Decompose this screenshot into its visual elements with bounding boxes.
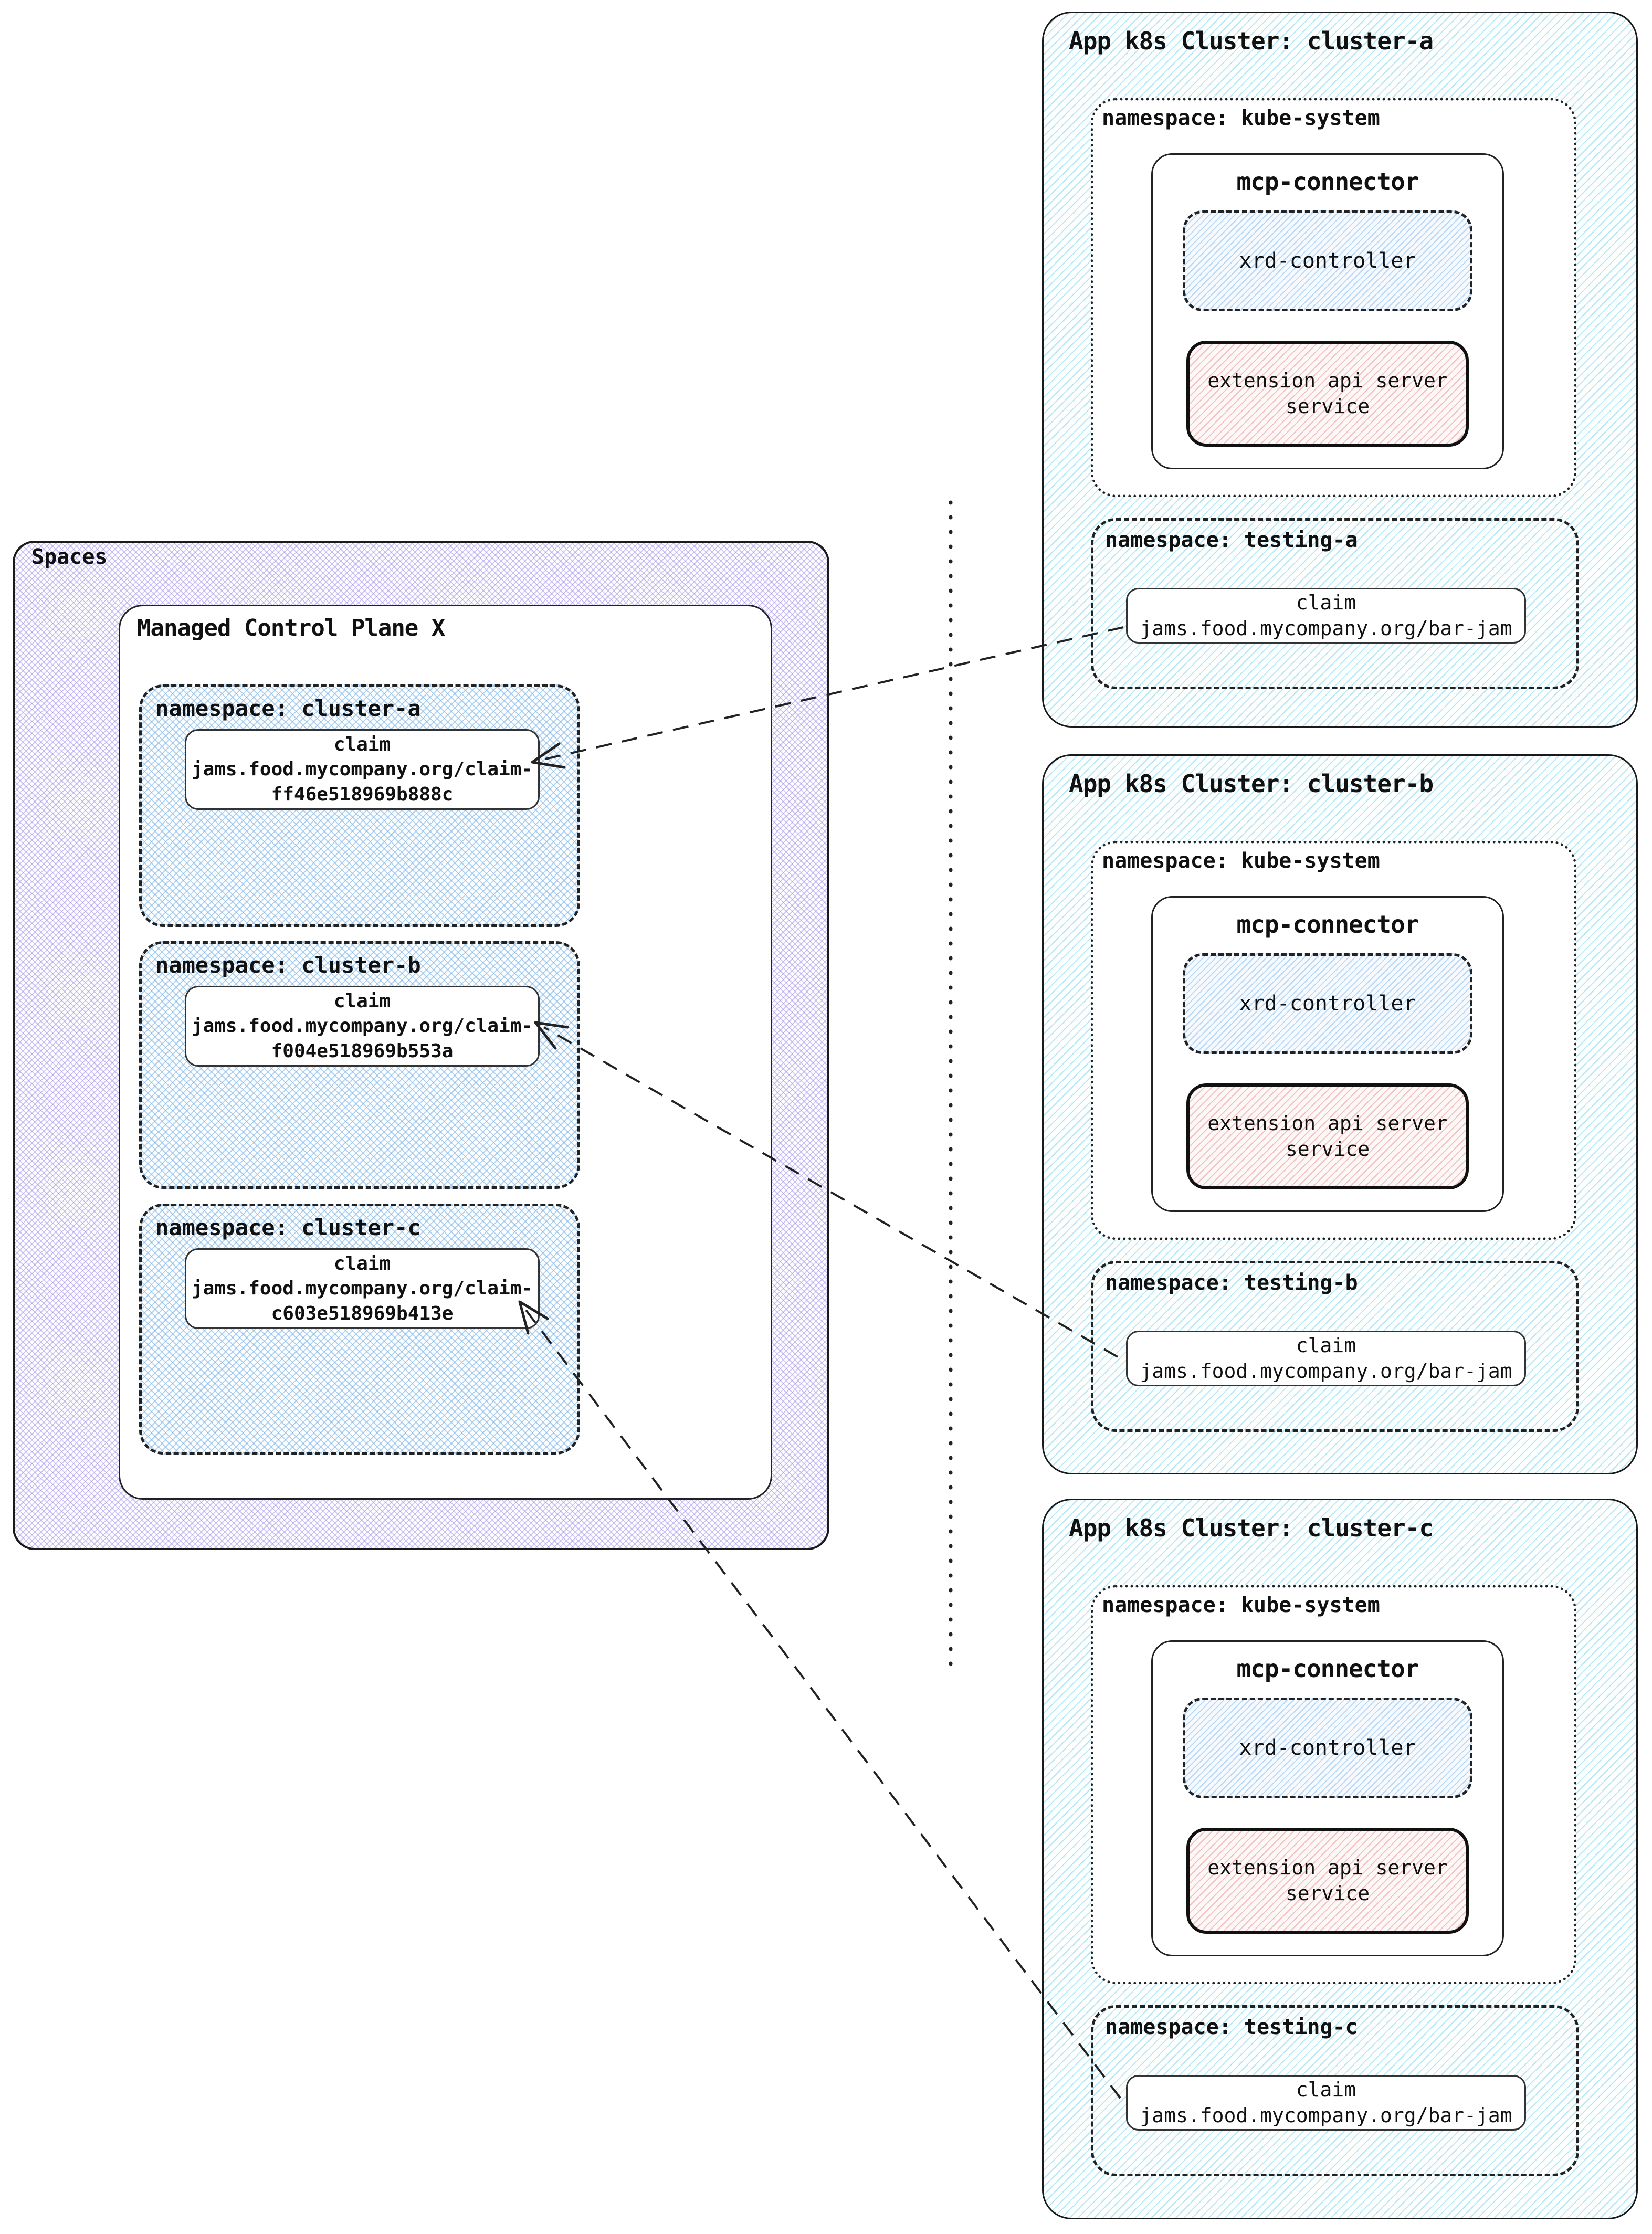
kube-system-box-c: namespace: kube-system mcp-connector xrd… [1091,1585,1576,1984]
extension-api-server-box-c: extension api server service [1186,1828,1469,1934]
kube-system-box-b: namespace: kube-system mcp-connector xrd… [1091,841,1576,1240]
claim-bar-jam-box-c: claim jams.food.mycompany.org/bar-jam [1126,2075,1526,2131]
testing-b-label: namespace: testing-b [1105,1271,1358,1295]
claim-name: jams.food.mycompany.org/claim-f004e51896… [191,1015,533,1062]
mcp-connector-box-a: mcp-connector xrd-controller extension a… [1151,153,1504,469]
claim-name: jams.food.mycompany.org/claim-ff46e51896… [191,758,533,805]
xrd-controller-box-b: xrd-controller [1183,953,1472,1054]
mcp-connector-label-a: mcp-connector [1236,167,1419,196]
claim-title: claim [333,733,391,755]
kube-system-label-c: namespace: kube-system [1102,1593,1380,1617]
kube-system-box-a: namespace: kube-system mcp-connector xrd… [1091,98,1576,497]
claim-name: jams.food.mycompany.org/claim-c603e51896… [191,1278,533,1324]
app-cluster-b-title: App k8s Cluster: cluster-b [1069,770,1434,798]
namespace-cluster-a-box: namespace: cluster-a claim jams.food.myc… [139,684,580,927]
app-cluster-a-box: App k8s Cluster: cluster-a namespace: ku… [1042,12,1638,728]
namespace-cluster-c-label: namespace: cluster-c [155,1215,421,1240]
spaces-label: Spaces [31,545,108,569]
app-cluster-c-title: App k8s Cluster: cluster-c [1069,1514,1434,1542]
testing-c-label: namespace: testing-c [1105,2015,1358,2039]
app-cluster-c-box: App k8s Cluster: cluster-c namespace: ku… [1042,1499,1638,2219]
mcp-connector-label-b: mcp-connector [1236,910,1419,939]
app-cluster-b-box: App k8s Cluster: cluster-b namespace: ku… [1042,754,1638,1474]
testing-a-label: namespace: testing-a [1105,528,1358,552]
namespace-cluster-c-box: namespace: cluster-c claim jams.food.myc… [139,1204,580,1455]
claim-title: claim [333,990,391,1012]
claim-name: jams.food.mycompany.org/bar-jam [1140,617,1512,640]
extension-api-server-box-a: extension api server service [1186,341,1469,447]
testing-b-box: namespace: testing-b claim jams.food.myc… [1091,1261,1579,1432]
managed-control-plane-box: Managed Control Plane X namespace: clust… [119,605,772,1500]
mcp-connector-label-c: mcp-connector [1236,1655,1419,1683]
claim-title: claim [1296,591,1356,614]
claim-name: jams.food.mycompany.org/bar-jam [1140,2104,1512,2127]
mcp-connector-box-b: mcp-connector xrd-controller extension a… [1151,896,1504,1212]
xrd-controller-label-b: xrd-controller [1239,992,1416,1016]
managed-control-plane-label: Managed Control Plane X [137,615,445,641]
extension-api-server-box-b: extension api server service [1186,1083,1469,1189]
mcp-connector-box-c: mcp-connector xrd-controller extension a… [1151,1640,1504,1956]
kube-system-label-a: namespace: kube-system [1102,106,1380,130]
claim-title: claim [333,1252,391,1274]
xrd-controller-label-a: xrd-controller [1239,249,1416,273]
extension-api-server-label-a: extension api server service [1207,368,1448,418]
extension-api-server-label-c: extension api server service [1207,1856,1448,1905]
xrd-controller-box-a: xrd-controller [1183,210,1472,311]
namespace-cluster-a-label: namespace: cluster-a [155,696,421,721]
claim-title: claim [1296,1333,1356,1357]
claim-bar-jam-box-b: claim jams.food.mycompany.org/bar-jam [1126,1331,1526,1386]
claim-cluster-b-box: claim jams.food.mycompany.org/claim-f004… [185,986,540,1067]
claim-cluster-a-box: claim jams.food.mycompany.org/claim-ff46… [185,729,540,810]
xrd-controller-label-c: xrd-controller [1239,1736,1416,1760]
xrd-controller-box-c: xrd-controller [1183,1698,1472,1798]
claim-name: jams.food.mycompany.org/bar-jam [1140,1360,1512,1383]
testing-a-box: namespace: testing-a claim jams.food.myc… [1091,518,1579,689]
kube-system-label-b: namespace: kube-system [1102,849,1380,873]
claim-bar-jam-box-a: claim jams.food.mycompany.org/bar-jam [1126,588,1526,644]
namespace-cluster-b-box: namespace: cluster-b claim jams.food.myc… [139,941,580,1189]
testing-c-box: namespace: testing-c claim jams.food.myc… [1091,2005,1579,2176]
namespace-cluster-b-label: namespace: cluster-b [155,952,421,978]
extension-api-server-label-b: extension api server service [1207,1111,1448,1161]
claim-title: claim [1296,2078,1356,2101]
claim-cluster-c-box: claim jams.food.mycompany.org/claim-c603… [185,1248,540,1329]
spaces-container: Spaces Managed Control Plane X namespace… [13,541,829,1550]
app-cluster-a-title: App k8s Cluster: cluster-a [1069,27,1434,55]
